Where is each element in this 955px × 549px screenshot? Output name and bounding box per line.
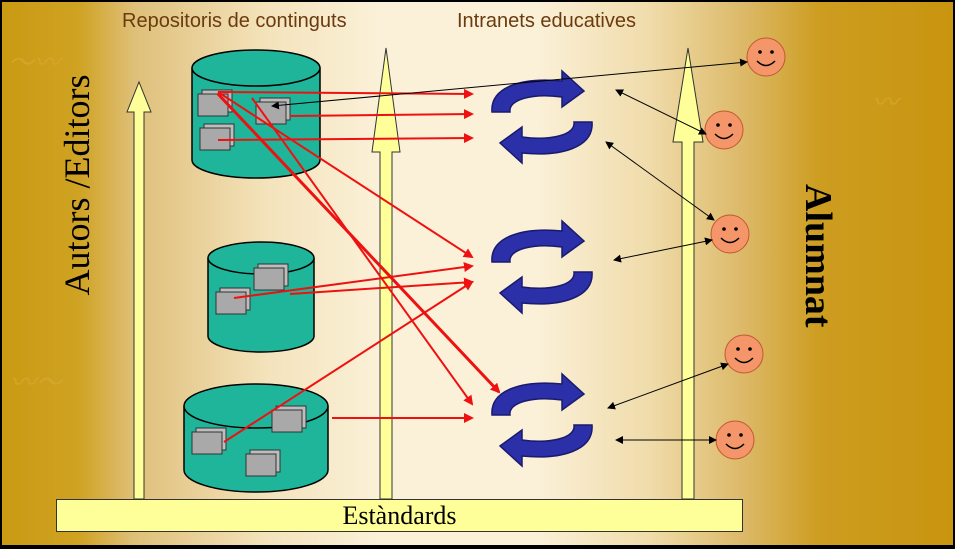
repository-cylinder-2 xyxy=(207,241,315,353)
cycle-arrows-icon xyxy=(491,220,593,314)
smiley-face-icon xyxy=(704,110,744,150)
smiley-face-icon xyxy=(715,420,755,460)
background-decoration-right: 〰 xyxy=(872,88,899,117)
repository-cylinder-1 xyxy=(191,49,321,179)
document-stack-icon xyxy=(253,263,289,291)
background-decoration-left-2: 〰〜 xyxy=(10,368,63,397)
intranet-student-links xyxy=(271,58,748,444)
repository-cylinder-3 xyxy=(183,383,329,493)
students-label: Alumnat xyxy=(797,184,839,328)
cycle-arrows-icon xyxy=(491,70,593,164)
smiley-face-icon xyxy=(724,334,764,374)
standards-bar: Estàndards xyxy=(56,499,743,532)
document-stack-icon xyxy=(271,405,307,433)
document-stack-icon xyxy=(245,449,281,477)
document-stack-icon xyxy=(215,287,251,315)
intranets-label: Intranets educatives xyxy=(457,10,636,32)
pillar-authors xyxy=(126,80,152,500)
smiley-face-icon xyxy=(746,37,786,77)
document-stack-icon xyxy=(199,123,235,151)
smiley-face-icon xyxy=(710,214,750,254)
standards-label: Estàndards xyxy=(342,500,457,530)
authors-label: Autors /Editors xyxy=(57,74,97,296)
document-stack-icon xyxy=(191,427,227,455)
repositories-label: Repositoris de continguts xyxy=(122,10,347,32)
cycle-arrows-icon xyxy=(491,373,593,467)
pillar-intranets xyxy=(672,47,704,500)
background-decoration-left: 〜〰 xyxy=(8,48,61,77)
